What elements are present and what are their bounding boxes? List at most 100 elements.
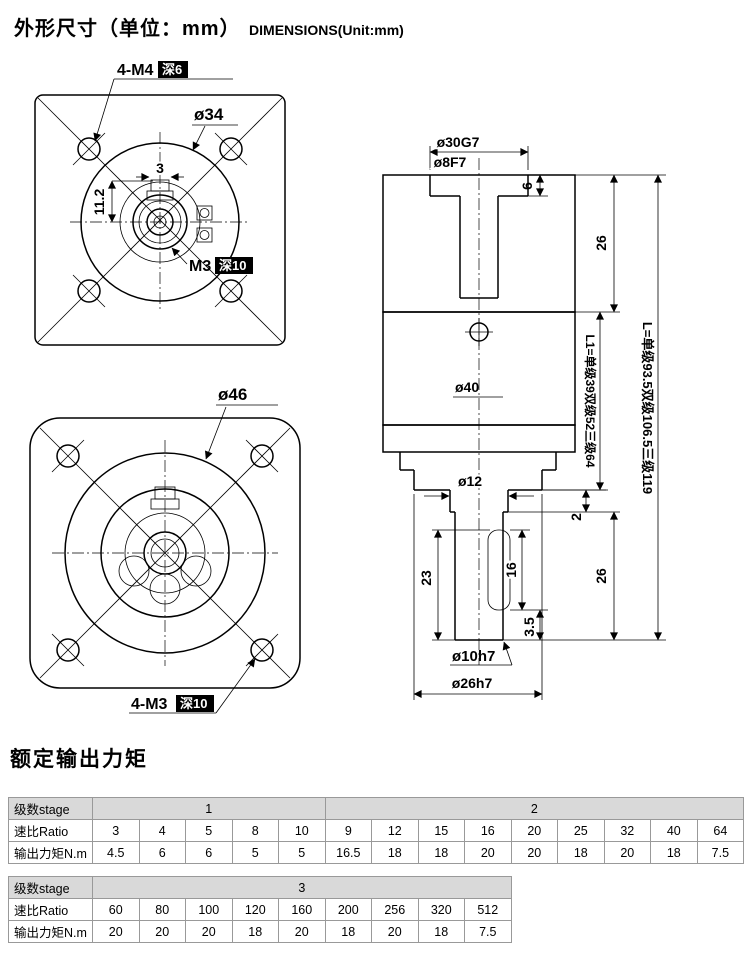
value-cell: 9 [324, 819, 373, 842]
value-cell: 8 [231, 819, 279, 842]
pilot-depth-dim: 6 [519, 182, 535, 190]
body-dia-label: ø40 [455, 379, 479, 395]
shaft-length-dim: 23 [418, 570, 434, 586]
value-cell: 20 [278, 920, 326, 943]
value-cell: 18 [417, 841, 466, 864]
value-cell: 10 [278, 819, 326, 842]
value-cell: 120 [231, 898, 279, 921]
value-cell: 12 [371, 819, 419, 842]
rear-length-dim: 26 [593, 235, 609, 251]
boss-dia-dim: ø12 [458, 473, 482, 489]
value-cell: 20 [185, 920, 233, 943]
planet-gear [149, 573, 181, 605]
planet-gear [118, 555, 150, 587]
front-flange-side [382, 424, 576, 453]
value-cell: 20 [464, 841, 512, 864]
value-cell: 5 [278, 841, 326, 864]
stage-group-cell: 3 [92, 876, 512, 899]
value-cell: 20 [510, 841, 559, 864]
rear-corner-holes-depth: 深10 [180, 696, 207, 711]
value-cell: 5 [231, 841, 279, 864]
value-cell: 16.5 [324, 841, 373, 864]
shaft-dia-label: ø10h7 [452, 648, 495, 665]
l-length-note: L=单级93.5双级106.5三级119 [640, 322, 655, 494]
row-header: 级数stage [8, 876, 93, 899]
front-flange-outline [34, 94, 286, 346]
value-cell: 18 [231, 920, 279, 943]
value-cell: 16 [464, 819, 512, 842]
front-corner-holes-label: 4-M4 [117, 62, 154, 79]
value-cell: 15 [417, 819, 466, 842]
value-cell: 3 [92, 819, 140, 842]
value-cell: 60 [92, 898, 140, 921]
page-title: 外形尺寸（单位：mm） DIMENSIONS(Unit:mm) [14, 12, 404, 41]
value-cell: 20 [138, 920, 186, 943]
value-cell: 256 [371, 898, 419, 921]
value-cell: 80 [138, 898, 186, 921]
value-cell: 6 [185, 841, 233, 864]
value-cell: 160 [278, 898, 326, 921]
title-en: DIMENSIONS(Unit:mm) [249, 22, 404, 38]
value-cell: 20 [371, 920, 419, 943]
rear-flange-outline [29, 417, 301, 689]
value-cell: 18 [324, 920, 372, 943]
shaft-keyway [487, 529, 511, 611]
keyway-length-dim: 16 [503, 562, 519, 578]
rear-bolt-holes [51, 439, 279, 667]
rear-dia-label: ø46 [218, 385, 247, 404]
value-cell: 25 [557, 819, 605, 842]
value-cell: 320 [417, 898, 465, 921]
row-header: 级数stage [8, 797, 93, 820]
value-cell: 7.5 [696, 841, 745, 864]
l1-length-note: L1=单级39双级52三级64 [583, 334, 598, 467]
front-tap-label: M3 [189, 258, 211, 275]
bore-dia-dim: ø8F7 [434, 154, 467, 170]
value-cell: 18 [371, 841, 419, 864]
side-view: ø30G7 ø8F7 6 26 ø40 [382, 132, 666, 700]
value-cell: 200 [324, 898, 372, 921]
front-view: 3 11.2 4-M4 深6 ø34 M3 深10 [34, 61, 286, 346]
pilot-dia-dim: ø30G7 [437, 134, 480, 150]
rear-corner-holes-label: 4-M3 [131, 696, 168, 713]
front-pilot-dia-dim: ø26h7 [452, 675, 493, 691]
value-cell: 20 [92, 920, 140, 943]
front-corner-holes-depth: 深6 [162, 62, 182, 77]
row-header: 速比Ratio [8, 898, 93, 921]
rear-outer-circle [64, 452, 266, 654]
value-cell: 40 [650, 819, 698, 842]
value-cell: 4 [138, 819, 186, 842]
value-cell: 64 [696, 819, 745, 842]
title-cn: 外形尺寸（单位：mm） [14, 18, 241, 40]
front-tap-depth: 深10 [219, 258, 246, 273]
value-cell: 512 [464, 898, 512, 921]
value-cell: 5 [185, 819, 233, 842]
row-header: 输出力矩N.m [8, 920, 93, 943]
boss-step-dim: 2 [568, 513, 584, 521]
planet-gear [180, 555, 212, 587]
stage-group-cell: 1 [92, 797, 326, 820]
section-title: 额定输出力矩 [10, 748, 148, 771]
value-cell: 7.5 [464, 920, 512, 943]
value-cell: 32 [603, 819, 652, 842]
keyway-end-dim: 3.5 [521, 617, 537, 637]
value-cell: 4.5 [92, 841, 140, 864]
front-corner-holes-depth-box [158, 61, 188, 78]
rear-corner-holes-depth-box [176, 695, 214, 712]
row-header: 输出力矩N.m [8, 841, 93, 864]
value-cell: 100 [185, 898, 233, 921]
front-dia-label: ø34 [194, 105, 224, 124]
value-cell: 20 [510, 819, 559, 842]
rear-view: ø46 4-M3 深10 [29, 385, 301, 714]
value-cell: 18 [417, 920, 465, 943]
dimension-drawing: 3 11.2 4-M4 深6 ø34 M3 深10 [29, 61, 666, 714]
front-outer-circle [80, 142, 240, 302]
front-length-dim: 26 [593, 568, 609, 584]
